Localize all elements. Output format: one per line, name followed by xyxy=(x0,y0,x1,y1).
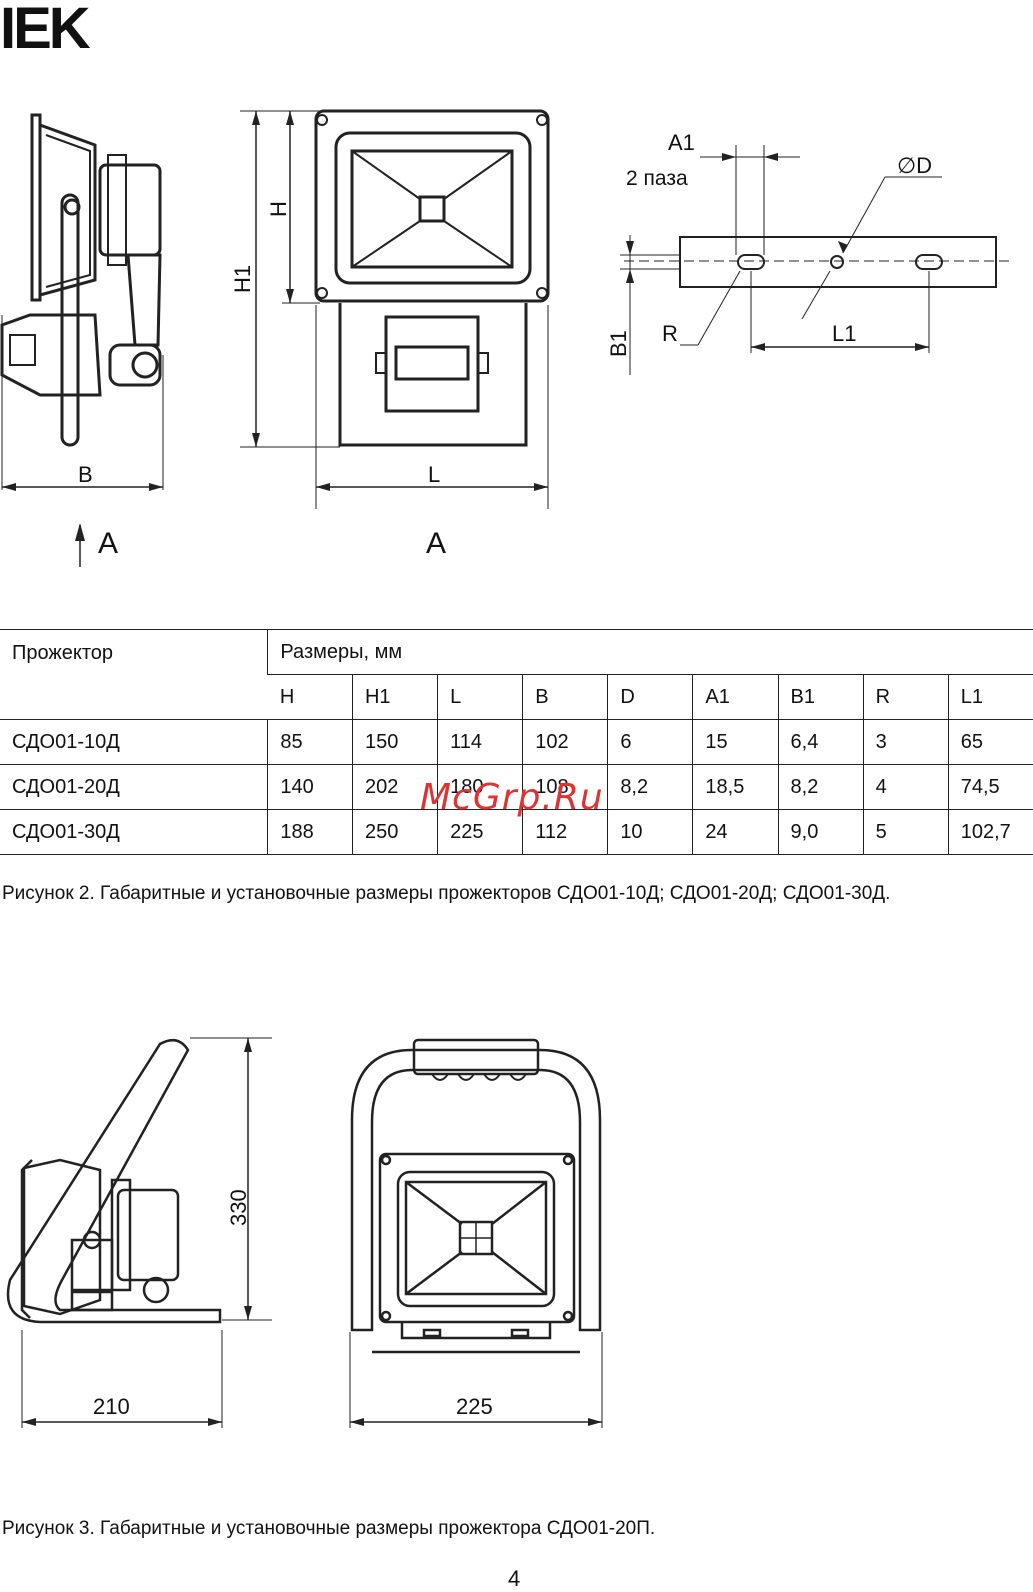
cell: 8,2 xyxy=(777,764,864,810)
label-slots: 2 паза xyxy=(626,167,688,190)
dim-side-width: 210 xyxy=(93,1394,130,1419)
cell: 112 xyxy=(522,809,608,855)
cell: 102,7 xyxy=(947,809,1033,855)
page-number: 4 xyxy=(508,1566,521,1591)
bracket-detail xyxy=(624,236,1010,288)
caption-figure-3: Рисунок 3. Габаритные и установочные раз… xyxy=(2,1518,656,1539)
cell: 108 xyxy=(522,764,608,810)
table-columns-row: H H1 L B D A1 B1 R L1 xyxy=(0,674,1033,720)
cell: 5 xyxy=(862,809,949,855)
label-L: L xyxy=(428,462,440,487)
column-header: H xyxy=(267,674,353,720)
cell: 6 xyxy=(607,719,693,765)
dim-front-width: 225 xyxy=(456,1394,493,1419)
cell: 18,5 xyxy=(692,764,779,810)
cell: 65 xyxy=(947,719,1033,765)
label-H: H xyxy=(266,201,291,217)
column-header: B xyxy=(522,674,608,720)
caption-figure-2: Рисунок 2. Габаритные и установочные раз… xyxy=(2,883,891,904)
cell: 74,5 xyxy=(947,764,1033,810)
cell: 6,4 xyxy=(777,719,864,765)
cell: 8,2 xyxy=(607,764,693,810)
label-view-a-center: A xyxy=(426,527,446,560)
table-row: СДО01-30Д 188 250 225 112 10 24 9,0 5 10… xyxy=(0,809,1033,855)
header-sizes: Размеры, мм xyxy=(267,629,1033,675)
label-L1: L1 xyxy=(832,321,856,346)
table-header-row: Прожектор Размеры, мм xyxy=(0,629,1033,720)
label-D: ∅D xyxy=(897,153,932,178)
cell: 150 xyxy=(351,719,438,765)
cell: 250 xyxy=(351,809,438,855)
cell: 225 xyxy=(437,809,523,855)
side-view xyxy=(0,113,162,447)
cell: 202 xyxy=(351,764,438,810)
dimensions-table: Прожектор Размеры, мм H H1 L B D A1 B1 R… xyxy=(0,629,1033,855)
row-name: СДО01-20Д xyxy=(0,764,268,810)
figure3-drawing: 330 210 225 xyxy=(6,1037,603,1428)
cell: 3 xyxy=(862,719,949,765)
figure2-drawing: B A H1 H L A A1 2 паз xyxy=(0,109,1010,567)
cell: 188 xyxy=(267,809,353,855)
stand-front-view xyxy=(350,1038,602,1354)
cell: 85 xyxy=(267,719,353,765)
cell: 10 xyxy=(607,809,693,855)
column-header: H1 xyxy=(351,674,438,720)
column-header: R xyxy=(862,674,949,720)
stand-side-view xyxy=(6,1038,222,1324)
cell: 4 xyxy=(862,764,949,810)
front-view xyxy=(314,109,550,447)
cell: 9,0 xyxy=(777,809,864,855)
label-A1: A1 xyxy=(668,130,695,155)
row-name: СДО01-10Д xyxy=(0,719,268,765)
label-B1: B1 xyxy=(606,330,631,357)
header-device: Прожектор xyxy=(0,629,268,720)
cell: 15 xyxy=(692,719,779,765)
label-view-a-left: A xyxy=(98,527,118,560)
column-header: B1 xyxy=(777,674,864,720)
cell: 140 xyxy=(267,764,353,810)
table-row: СДО01-20Д 140 202 180 108 8,2 18,5 8,2 4… xyxy=(0,764,1033,810)
dim-height: 330 xyxy=(226,1189,251,1226)
column-header: L xyxy=(437,674,523,720)
label-H1: H1 xyxy=(230,265,255,293)
column-header: D xyxy=(607,674,693,720)
iek-logo: IEK xyxy=(0,0,91,61)
cell: 102 xyxy=(522,719,608,765)
table-row: СДО01-10Д 85 150 114 102 6 15 6,4 3 65 xyxy=(0,719,1033,765)
cell: 24 xyxy=(692,809,779,855)
row-name: СДО01-30Д xyxy=(0,809,268,855)
cell: 114 xyxy=(437,719,523,765)
watermark: McGrp.Ru xyxy=(420,777,604,818)
column-header: L1 xyxy=(947,674,1033,720)
label-B: B xyxy=(78,462,93,487)
column-header: A1 xyxy=(692,674,779,720)
label-R: R xyxy=(662,321,678,346)
